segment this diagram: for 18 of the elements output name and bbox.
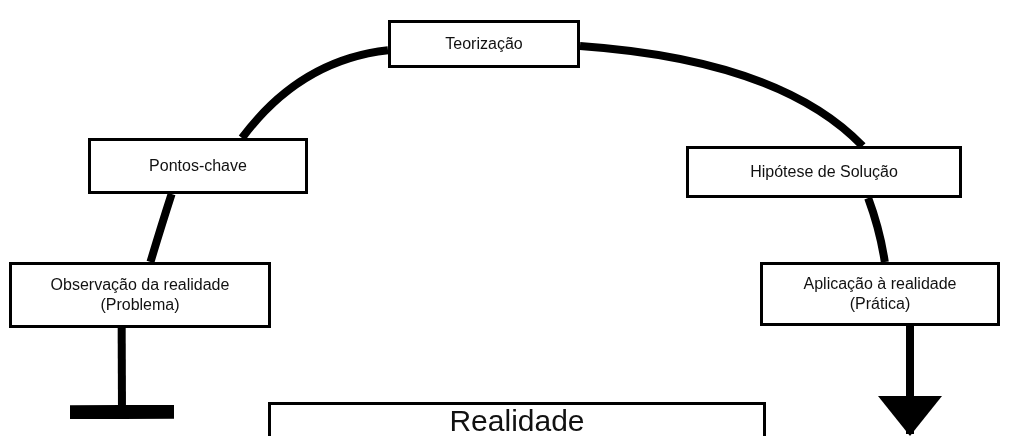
node-label: (Problema) [100, 295, 180, 315]
node-label: (Prática) [849, 294, 911, 314]
process-box [88, 138, 308, 194]
bar-ended-line [69, 328, 175, 420]
node-label: Observação da realidade [50, 275, 230, 295]
node-label: Teorização [445, 34, 523, 54]
process-box [388, 20, 580, 68]
connector-line [146, 192, 176, 264]
node-label: Realidade [449, 406, 585, 436]
connector-line [864, 196, 889, 263]
process-box [760, 262, 1000, 326]
process-box [9, 262, 271, 328]
node-label: Pontos-chave [149, 156, 247, 176]
arrow [878, 326, 942, 436]
reality-band [268, 402, 766, 436]
node-label: Hipótese de Solução [750, 162, 898, 182]
node-label: Aplicação à realidade [803, 274, 957, 294]
process-box [686, 146, 962, 198]
